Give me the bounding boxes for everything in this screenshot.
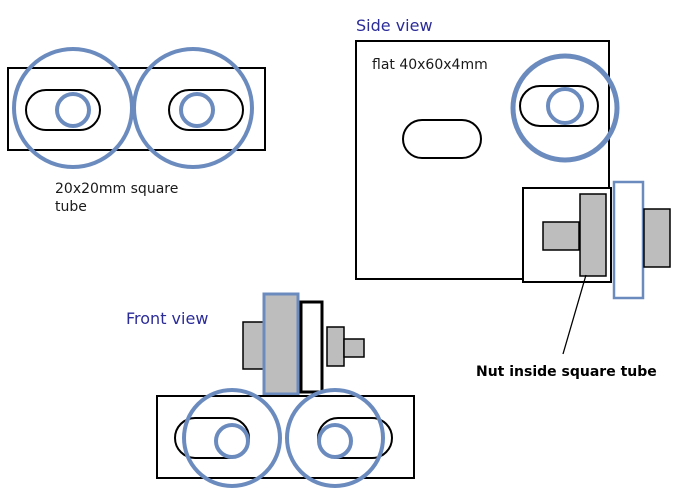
- top-left-slot-right: [168, 89, 244, 131]
- front-washer-right: [285, 388, 385, 488]
- front-nut: [326, 326, 345, 367]
- front-bolt-right: [317, 423, 353, 459]
- front-view-title: Front view: [126, 309, 208, 328]
- side-view-assembly: [355, 40, 671, 300]
- top-left-bolt-left: [55, 92, 91, 128]
- side-view-title: Side view: [356, 16, 433, 35]
- front-bolt-stub-left: [242, 321, 265, 370]
- top-left-slot-left: [25, 89, 101, 131]
- side-washer: [510, 53, 620, 163]
- front-bolt-stub-right: [343, 338, 365, 358]
- flat-label: flat 40x60x4mm: [372, 57, 488, 73]
- front-washer-edge: [262, 292, 300, 396]
- nut-leader-line: [562, 274, 587, 355]
- side-washer-edge: [612, 180, 645, 300]
- tube-label-line2: tube: [55, 199, 87, 215]
- front-washer-left: [182, 388, 282, 488]
- front-bolt-left: [214, 423, 250, 459]
- top-left-plate: [7, 67, 266, 151]
- top-left-washer-right: [132, 47, 254, 169]
- flat-plate-slot-right: [519, 85, 599, 127]
- flat-plate-slot-left: [402, 119, 482, 159]
- bolt-stub-left: [542, 221, 580, 251]
- flat-plate: [355, 40, 610, 280]
- front-tube: [156, 395, 415, 479]
- tube-label-line1: 20x20mm square: [55, 181, 178, 197]
- top-left-bolt-right: [179, 92, 215, 128]
- front-view-assembly: [156, 292, 415, 488]
- nut: [579, 193, 607, 277]
- front-flat-edge: [299, 300, 324, 394]
- top-left-assembly: [7, 47, 266, 169]
- bolt-stub-right: [643, 208, 671, 268]
- nut-label: Nut inside square tube: [476, 364, 657, 380]
- side-bolt: [546, 87, 584, 125]
